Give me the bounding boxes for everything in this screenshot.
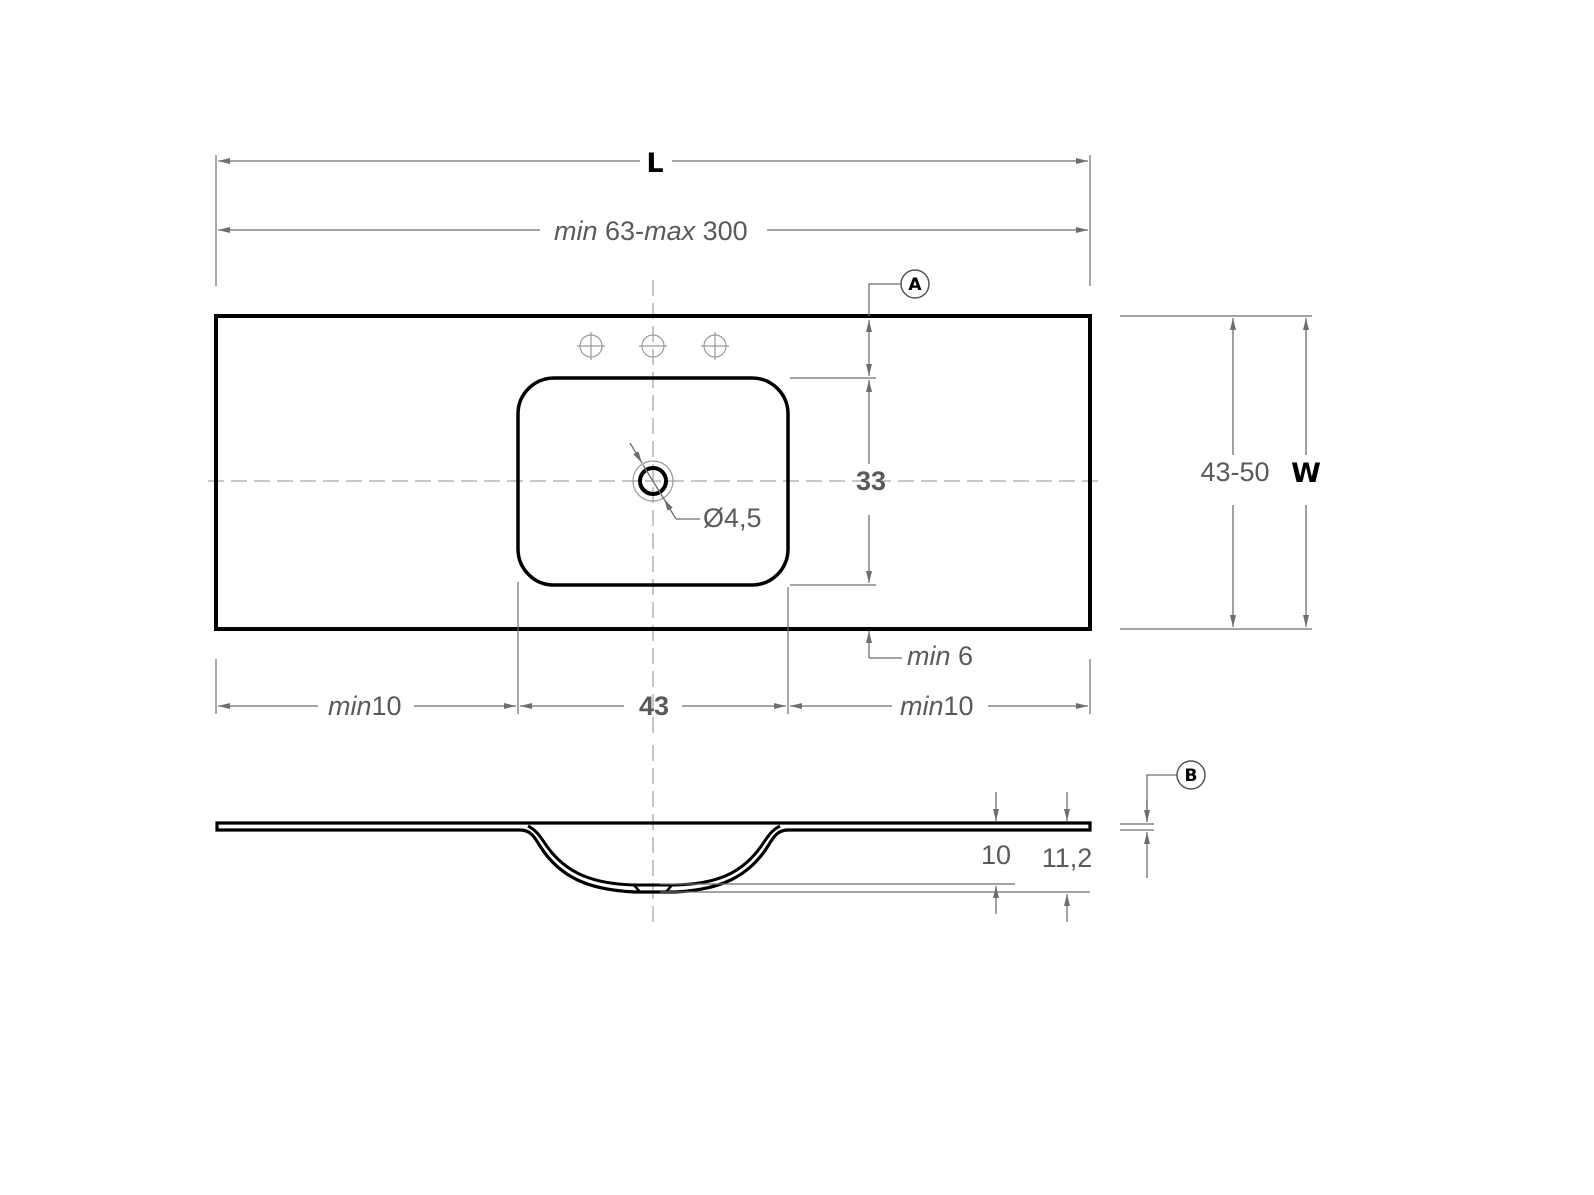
drain-diameter-label: Ø4,5 [703, 503, 762, 533]
svg-text:B: B [1185, 766, 1198, 786]
width-symbol-dimension: W [1291, 318, 1321, 627]
length-range-label: min 63-max 300 [554, 216, 748, 246]
left-margin-dimension: min10 [218, 691, 516, 721]
svg-text:min10: min10 [900, 691, 974, 721]
svg-text:11,2: 11,2 [1042, 843, 1093, 873]
section-view: 10 11,2 B [215, 745, 1206, 925]
length-range-dimension: min 63-max 300 [218, 216, 1088, 246]
callout-a: A [868, 269, 930, 316]
svg-text:min10: min10 [328, 691, 402, 721]
thickness-a-dimension: 10 [981, 792, 1011, 914]
callout-b: B [1120, 760, 1206, 878]
width-range-dimension: 43-50 [1200, 318, 1270, 627]
drain-icon [629, 442, 700, 520]
tap-hole-right [701, 332, 729, 360]
front-margin-dimension: min 6 [866, 631, 973, 671]
basin-width-dimension: 43 [520, 691, 786, 721]
section-outline [215, 821, 1092, 894]
tap-hole-left [577, 332, 605, 360]
front-margin-label: min 6 [907, 641, 973, 671]
svg-text:10: 10 [981, 840, 1011, 870]
right-margin-dimension: min10 [790, 691, 1088, 721]
bowl-inner-line [527, 824, 781, 887]
drain-section [633, 884, 673, 893]
svg-text:A: A [908, 275, 922, 295]
tap-hole-center [639, 334, 667, 358]
length-symbol-dimension: L [218, 148, 1088, 179]
basin-outline [516, 376, 790, 587]
plan-view: L min 63-max 300 [208, 148, 1321, 740]
svg-text:43: 43 [639, 691, 669, 721]
basin-depth-label: 33 [856, 466, 886, 496]
basin-depth-dimension: 33 [856, 380, 886, 583]
countertop-outline [214, 314, 1092, 631]
width-symbol: W [1291, 458, 1321, 489]
width-range-label: 43-50 [1200, 457, 1269, 487]
length-symbol: L [646, 148, 663, 179]
thickness-b-dimension: 11,2 [1042, 792, 1093, 922]
